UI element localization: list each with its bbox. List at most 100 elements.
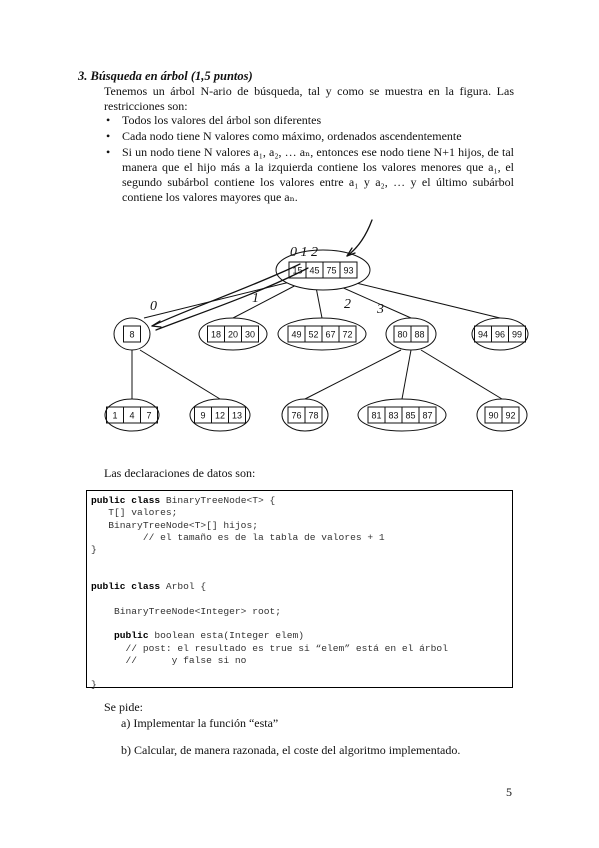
tasks-heading: Se pide: bbox=[104, 700, 143, 714]
node-value: 88 bbox=[414, 330, 424, 340]
level1-node: 94 96 99 bbox=[471, 317, 529, 351]
problem-intro: Tenemos un árbol N-ario de búsqueda, tal… bbox=[104, 84, 514, 113]
node-value: 20 bbox=[228, 330, 238, 340]
code-line: BinaryTreeNode<T>[] hijos; bbox=[91, 520, 258, 531]
bullet-icon: • bbox=[106, 113, 111, 127]
level2-node: 81 83 85 87 bbox=[357, 398, 447, 432]
code-line: } bbox=[91, 679, 97, 690]
restriction-item: •Todos los valores del árbol son diferen… bbox=[106, 113, 322, 127]
node-value: 30 bbox=[245, 330, 255, 340]
handwritten-edge-label: 0 bbox=[150, 299, 157, 314]
task-b: b) Calcular, de manera razonada, el cost… bbox=[121, 743, 461, 757]
handwritten-edge-label: 2 bbox=[344, 297, 351, 312]
node-value: 49 bbox=[291, 330, 301, 340]
level1-node: 8 bbox=[113, 317, 151, 351]
node-value: 75 bbox=[326, 266, 336, 276]
node-value: 92 bbox=[505, 411, 515, 421]
node-box bbox=[123, 325, 141, 343]
node-value: 9 bbox=[200, 411, 205, 421]
code-text: } bbox=[91, 544, 97, 556]
level2-node: 76 78 bbox=[281, 398, 329, 432]
node-box bbox=[207, 325, 259, 343]
node-value: 85 bbox=[405, 411, 415, 421]
node-value: 12 bbox=[215, 411, 225, 421]
node-value: 67 bbox=[325, 330, 335, 340]
code-line: BinaryTreeNode<Integer> root; bbox=[91, 606, 281, 617]
node-value: 72 bbox=[342, 330, 352, 340]
code-keyword: public class bbox=[91, 495, 161, 506]
node-value: 76 bbox=[291, 411, 301, 421]
code-line: public class Arbol { bbox=[91, 581, 206, 592]
handwritten-arrow bbox=[151, 263, 301, 327]
code-text: // el tamaño es de la tabla de valores +… bbox=[91, 531, 385, 543]
tree-edge bbox=[401, 349, 412, 400]
node-box bbox=[194, 406, 246, 424]
code-text: BinaryTreeNode<T> { bbox=[160, 495, 276, 506]
code-text: BinaryTreeNode<Integer> root; bbox=[91, 605, 281, 617]
node-value: 1 bbox=[112, 411, 117, 421]
code-text: BinaryTreeNode<T>[] hijos; bbox=[91, 519, 258, 531]
code-keyword: public bbox=[91, 630, 149, 642]
node-box bbox=[106, 406, 158, 424]
restrictions-list: •Todos los valores del árbol son diferen… bbox=[104, 113, 514, 206]
level1-node: 18 20 30 bbox=[198, 317, 268, 351]
code-line: public class BinaryTreeNode<T> { bbox=[91, 495, 275, 506]
node-value: 87 bbox=[422, 411, 432, 421]
node-value: 15 bbox=[292, 266, 302, 276]
restriction-item: •Cada nodo tiene N valores como máximo, … bbox=[106, 129, 462, 143]
code-line: public boolean esta(Integer elem) bbox=[91, 630, 304, 641]
handwritten-arrow bbox=[346, 219, 373, 257]
bullet-icon: • bbox=[106, 145, 111, 159]
level2-node: 9 12 13 bbox=[189, 398, 251, 432]
node-value: 8 bbox=[129, 330, 134, 340]
tree-edge bbox=[139, 349, 221, 400]
tree-edge bbox=[351, 281, 501, 319]
code-text: T[] valores; bbox=[91, 507, 178, 519]
node-value: 45 bbox=[309, 266, 319, 276]
code-keyword: public class bbox=[91, 581, 161, 593]
node-value: 96 bbox=[495, 330, 505, 340]
tree-edge bbox=[232, 281, 303, 319]
declarations-label: Las declaraciones de datos son: bbox=[104, 466, 256, 480]
bullet-icon: • bbox=[106, 129, 111, 143]
node-value: 78 bbox=[308, 411, 318, 421]
code-text: boolean esta(Integer elem) bbox=[148, 630, 305, 642]
node-value: 99 bbox=[512, 330, 522, 340]
tree-edge bbox=[420, 349, 503, 400]
node-value: 93 bbox=[343, 266, 353, 276]
code-text: Arbol { bbox=[160, 581, 207, 593]
code-line: // el tamaño es de la tabla de valores +… bbox=[91, 532, 385, 543]
problem-title: 3. Búsqueda en árbol (1,5 puntos) bbox=[78, 69, 253, 83]
node-value: 94 bbox=[478, 330, 488, 340]
handwritten-arrow bbox=[155, 267, 309, 331]
level1-node: 80 88 bbox=[385, 317, 437, 351]
node-value: 83 bbox=[388, 411, 398, 421]
node-value: 7 bbox=[146, 411, 151, 421]
handwritten-edge-label: 3 bbox=[376, 302, 384, 317]
node-value: 18 bbox=[211, 330, 221, 340]
handwritten-marks: 0 1 2 0 1 2 3 bbox=[150, 219, 384, 331]
code-text: // post: el resultado es true si “elem” … bbox=[91, 642, 448, 654]
arrow-head-icon bbox=[151, 320, 162, 328]
node-value: 52 bbox=[308, 330, 318, 340]
node-value: 80 bbox=[397, 330, 407, 340]
level1-node: 49 52 67 72 bbox=[277, 317, 367, 351]
page-number: 5 bbox=[506, 785, 512, 799]
code-block: public class BinaryTreeNode<T> { T[] val… bbox=[86, 490, 513, 690]
node-value: 90 bbox=[488, 411, 498, 421]
code-text: } bbox=[91, 679, 97, 691]
code-line: // post: el resultado es true si “elem” … bbox=[91, 643, 448, 654]
handwritten-edge-label: 1 bbox=[252, 291, 259, 306]
node-value: 13 bbox=[232, 411, 242, 421]
handwritten-index-marks: 0 1 2 bbox=[290, 245, 318, 260]
restriction-item: •Si un nodo tiene N valores a₁, a₂, … aₙ… bbox=[106, 145, 514, 204]
code-line: T[] valores; bbox=[91, 507, 177, 518]
code-listing: public class BinaryTreeNode<T> { T[] val… bbox=[91, 495, 448, 692]
node-value: 81 bbox=[371, 411, 381, 421]
root-node: 15 45 75 93 bbox=[275, 249, 371, 291]
code-text: // y false si no bbox=[91, 654, 247, 666]
